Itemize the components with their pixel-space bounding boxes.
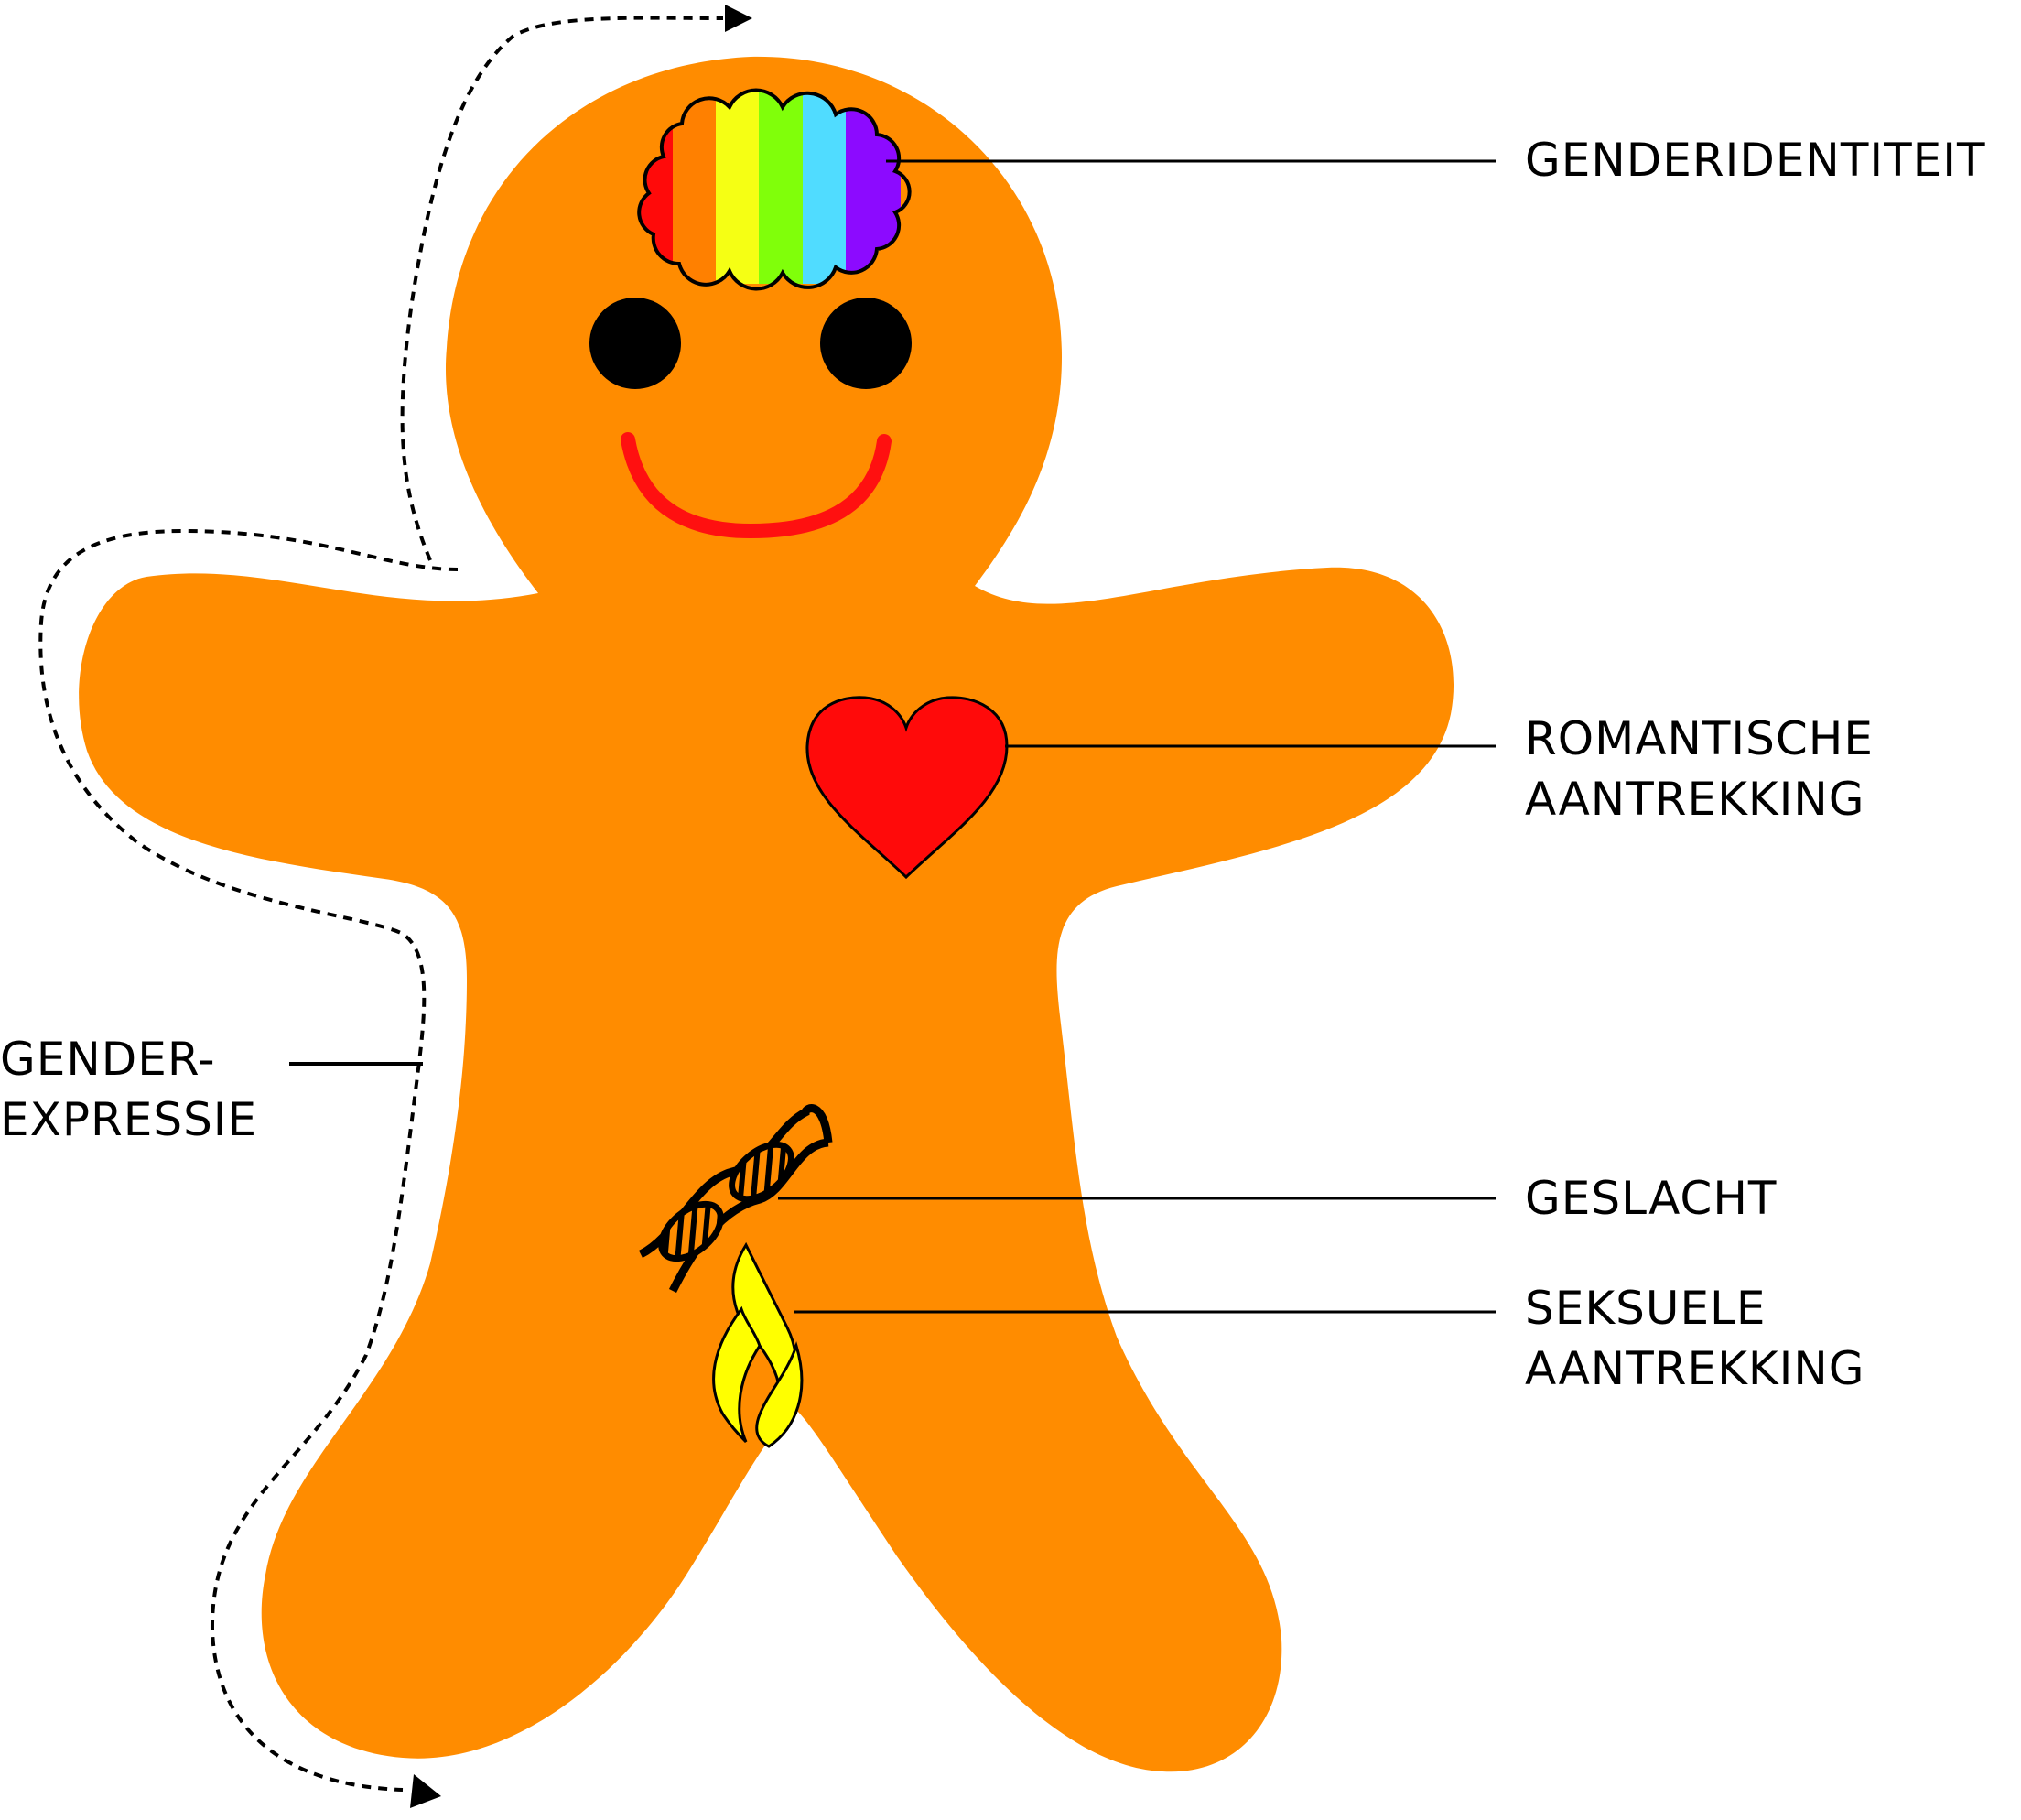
- label-line: AANTREKKING: [1525, 773, 1865, 826]
- label-romantic-attraction: ROMANTISCHE AANTREKKING: [1525, 709, 1874, 829]
- gingerbread-body: [79, 56, 1454, 1772]
- label-line: EXPRESSIE: [0, 1093, 258, 1146]
- label-line: AANTREKKING: [1525, 1342, 1865, 1395]
- label-line: ROMANTISCHE: [1525, 712, 1874, 765]
- heart-icon: [805, 696, 1009, 880]
- label-gender-expression: GENDER- EXPRESSIE: [0, 1029, 257, 1150]
- label-line: SEKSUELE: [1525, 1282, 1767, 1335]
- left-eye: [589, 298, 681, 389]
- label-line: GESLACHT: [1525, 1172, 1778, 1225]
- smile: [621, 432, 892, 539]
- arrow-head-bottom-icon: [410, 1774, 441, 1808]
- label-sexual-attraction: SEKSUELE AANTREKKING: [1525, 1278, 1865, 1399]
- flame-icon: [712, 1241, 804, 1448]
- right-eye: [820, 298, 912, 389]
- arrow-head-top-icon: [725, 5, 752, 32]
- label-sex: GESLACHT: [1525, 1168, 1777, 1229]
- gender-expression-outline: [38, 5, 752, 1808]
- label-gender-identity: GENDERIDENTITEIT: [1525, 130, 1986, 190]
- dna-helix-icon: [638, 1104, 833, 1294]
- rainbow-brain-icon: [637, 88, 912, 291]
- label-line: GENDER-: [0, 1033, 216, 1086]
- label-line: GENDERIDENTITEIT: [1525, 134, 1986, 187]
